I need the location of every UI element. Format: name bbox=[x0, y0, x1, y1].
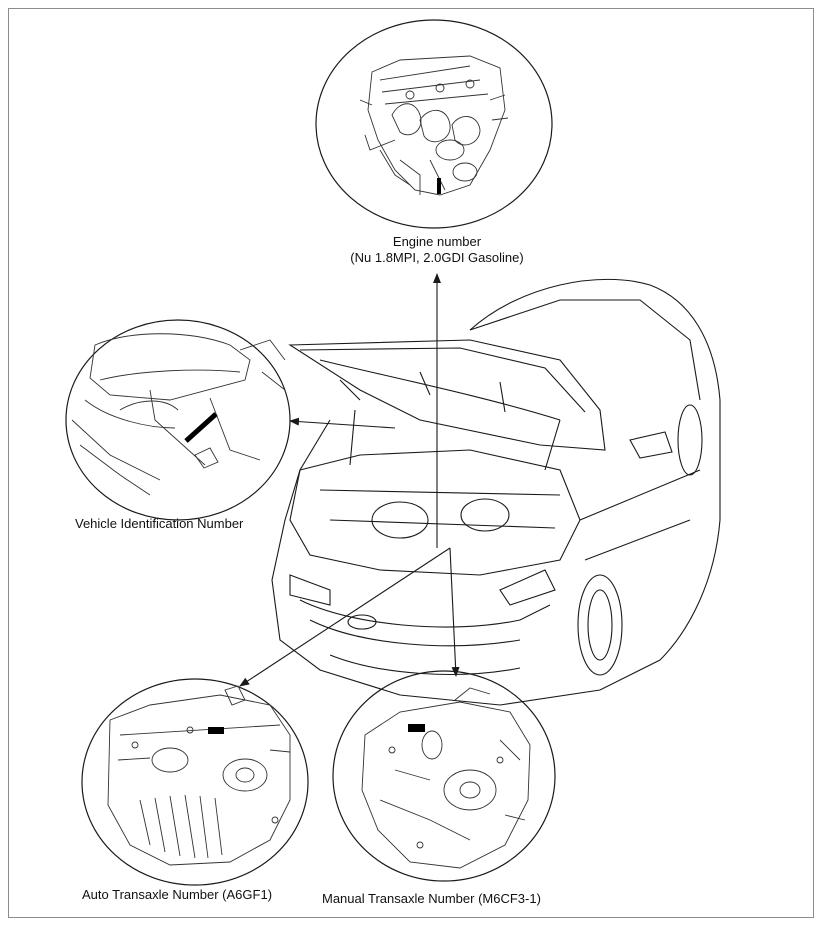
auto-transaxle-marker bbox=[208, 727, 224, 734]
engine-number-label-line2: (Nu 1.8MPI, 2.0GDI Gasoline) bbox=[350, 250, 524, 265]
engine-number-label-line1: Engine number bbox=[392, 234, 482, 249]
manual-transaxle-label: Manual Transaxle Number (M6CF3-1) bbox=[322, 891, 541, 906]
auto-transaxle-detail-circle bbox=[81, 678, 309, 886]
manual-transaxle-leader-arrow bbox=[449, 547, 460, 677]
engine-detail-circle bbox=[315, 19, 553, 229]
vin-marker bbox=[184, 412, 218, 443]
manual-transaxle-detail-circle bbox=[332, 670, 556, 882]
seat-floor-illustration bbox=[71, 333, 286, 496]
manual-transaxle-marker bbox=[408, 724, 425, 732]
vin-label: Vehicle Identification Number bbox=[75, 516, 244, 531]
vin-detail-circle bbox=[65, 319, 291, 521]
engine-number-label: Engine number (Nu 1.8MPI, 2.0GDI Gasolin… bbox=[322, 234, 552, 266]
engine-number-marker bbox=[437, 178, 441, 194]
vin-leader-arrow bbox=[289, 417, 396, 429]
auto-transaxle-label: Auto Transaxle Number (A6GF1) bbox=[82, 887, 273, 902]
leader-lines bbox=[239, 273, 460, 687]
auto-transaxle-illustration bbox=[107, 685, 291, 866]
car-illustration bbox=[271, 278, 721, 706]
engine-illustration bbox=[359, 55, 509, 196]
manual-transaxle-illustration bbox=[361, 687, 531, 869]
auto-transaxle-leader-arrow bbox=[239, 547, 451, 687]
